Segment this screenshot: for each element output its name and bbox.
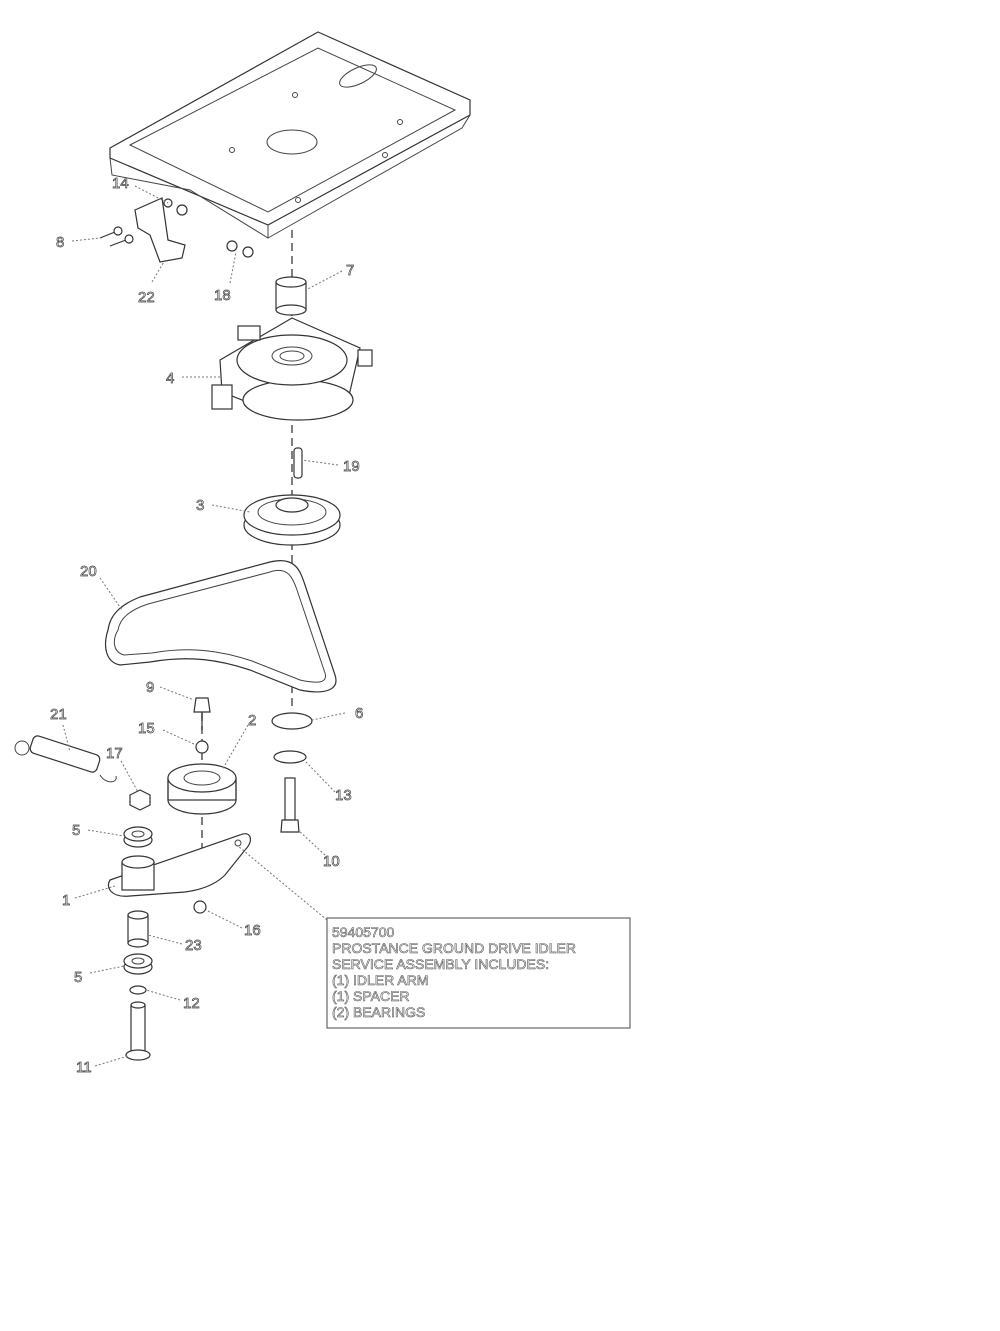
pulley-bolt [280,777,300,833]
deck-plate [109,31,471,239]
callout-13: 13 [335,787,352,804]
washer-12 [129,985,147,995]
washer-13 [273,750,307,764]
callout-7: 7 [346,262,354,279]
drive-belt [105,560,337,693]
note-line-2: SERVICE ASSEMBLY INCLUDES: [332,956,549,972]
washer-6 [271,712,313,730]
callout-11: 11 [76,1059,92,1076]
callout-17: 17 [106,745,123,762]
note-line-3: (1) IDLER ARM [332,972,428,988]
callout-1: 1 [62,892,70,909]
callout-3: 3 [196,497,204,514]
note-line-5: (2) BEARINGS [332,1004,425,1020]
callout-10: 10 [323,853,340,870]
callout-8: 8 [56,234,64,251]
idler-pulley [167,763,237,815]
callout-18: 18 [214,287,231,304]
mounting-bracket [134,197,186,263]
idler-bolt [193,697,211,730]
idler-spacer [127,910,149,948]
leader-lines [62,185,346,1067]
clutch-spacer [275,276,307,316]
note-line-1: PROSTANCE GROUND DRIVE IDLER [332,940,576,956]
drive-pulley [243,494,341,546]
callout-12: 12 [183,995,200,1012]
callout-22: 22 [138,289,155,306]
callout-14: 14 [112,175,129,192]
washer-16 [193,900,207,914]
note-line-4: (1) SPACER [332,988,410,1004]
callout-6: 6 [355,705,363,722]
callout-16: 16 [244,922,261,939]
callouts: 14 8 22 18 7 4 19 3 20 9 6 15 2 21 17 13… [50,175,364,1077]
washer-15 [195,740,209,754]
callout-20: 20 [80,563,97,580]
note-box [326,917,631,1029]
callout-4: 4 [166,370,174,387]
callout-5-upper: 5 [72,822,80,839]
callout-19: 19 [343,458,360,475]
bearing-upper [123,826,153,848]
callout-23: 23 [185,937,202,954]
callout-15: 15 [138,720,155,737]
nut-17 [129,789,151,811]
note-part-number: 59405700 [332,924,395,940]
callout-9: 9 [146,679,154,696]
callout-5-lower: 5 [74,969,82,986]
callout-2: 2 [248,712,256,729]
shaft-key [293,447,303,479]
electric-clutch [211,317,373,421]
idler-arm [107,833,252,897]
tension-spring [14,735,117,783]
service-assembly-note: 59405700 PROSTANCE GROUND DRIVE IDLER SE… [326,917,631,1029]
shoulder-bolt [125,1001,151,1061]
bearing-lower [123,953,153,975]
callout-21: 21 [50,706,67,723]
